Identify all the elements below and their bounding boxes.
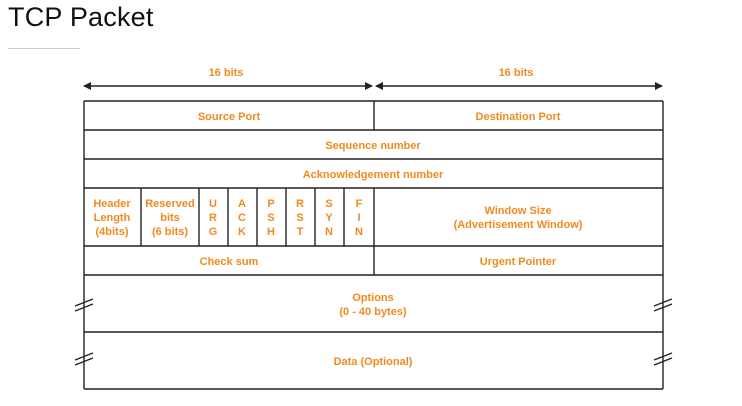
- break-marks: [74, 298, 673, 366]
- flag-letter: H: [267, 226, 275, 238]
- header-length-field: Header Length (4bits): [93, 198, 131, 238]
- flag-rst: R S T: [296, 198, 304, 238]
- left-bits-label: 16 bits: [209, 67, 244, 79]
- flag-letter: N: [325, 226, 333, 238]
- flag-ack: A C K: [238, 198, 246, 238]
- flag-letter: F: [356, 198, 363, 210]
- header-length-line: Length: [94, 212, 131, 224]
- options-label: Options: [352, 292, 394, 304]
- data-break-left-icon: [74, 352, 94, 366]
- flag-fin: F I N: [355, 198, 363, 238]
- flag-letter: U: [209, 198, 217, 210]
- flag-urg: U R G: [209, 198, 218, 238]
- flag-letter: Y: [325, 212, 333, 224]
- ack-number-label: Acknowledgement number: [303, 169, 444, 181]
- reserved-field: Reserved bits (6 bits): [145, 198, 195, 238]
- flag-syn: S Y N: [325, 198, 333, 238]
- flag-letter: S: [267, 212, 274, 224]
- flag-letter: A: [238, 198, 246, 210]
- window-size-label: Window Size: [484, 205, 551, 217]
- source-port-label: Source Port: [198, 111, 261, 123]
- urgent-pointer-label: Urgent Pointer: [480, 256, 557, 268]
- window-size-field: Window Size (Advertisement Window): [454, 205, 583, 231]
- page-title: TCP Packet: [8, 2, 154, 32]
- reserved-line: Reserved: [145, 198, 195, 210]
- flag-letter: R: [209, 212, 217, 224]
- window-size-sublabel: (Advertisement Window): [454, 219, 583, 231]
- flag-letter: P: [267, 198, 274, 210]
- flag-letter: T: [297, 226, 304, 238]
- flag-letter: I: [357, 212, 360, 224]
- flag-letter: S: [325, 198, 332, 210]
- reserved-line: bits: [160, 212, 180, 224]
- header-length-line: Header: [93, 198, 131, 210]
- title-underline: [8, 48, 80, 49]
- flag-letter: S: [296, 212, 303, 224]
- options-break-left-icon: [74, 298, 94, 312]
- flag-letter: G: [209, 226, 218, 238]
- options-size-label: (0 - 40 bytes): [339, 306, 407, 318]
- checksum-label: Check sum: [200, 256, 259, 268]
- flag-psh: P S H: [267, 198, 275, 238]
- options-break-right-icon: [653, 298, 673, 312]
- right-bits-label: 16 bits: [499, 67, 534, 79]
- packet-grid: [83, 100, 664, 390]
- flag-letter: R: [296, 198, 304, 210]
- destination-port-label: Destination Port: [476, 111, 561, 123]
- flag-letter: N: [355, 226, 363, 238]
- data-break-right-icon: [653, 352, 673, 366]
- header-length-line: (4bits): [96, 226, 129, 238]
- flag-letter: C: [238, 212, 246, 224]
- bit-width-arrows: 16 bits 16 bits: [83, 67, 663, 90]
- reserved-line: (6 bits): [152, 226, 188, 238]
- data-label: Data (Optional): [334, 356, 413, 368]
- sequence-number-label: Sequence number: [325, 140, 421, 152]
- flag-letter: K: [238, 226, 246, 238]
